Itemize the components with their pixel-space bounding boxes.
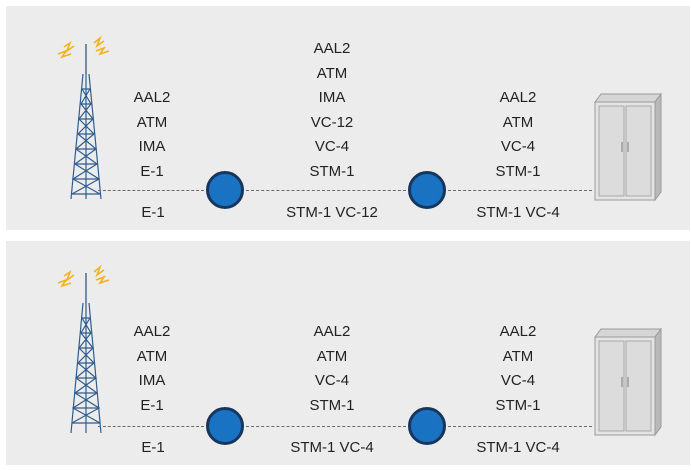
protocol-layer: AAL2 xyxy=(313,40,351,57)
protocol-layer: ATM xyxy=(136,113,168,131)
protocol-layer: VC-4 xyxy=(500,372,536,390)
protocol-layer: AAL2 xyxy=(133,89,171,106)
protocol-layer: VC-12 xyxy=(310,113,354,131)
network-node-icon xyxy=(408,171,446,209)
server-cabinet-icon xyxy=(594,92,662,202)
protocol-layer: AAL2 xyxy=(313,323,351,340)
network-node-icon xyxy=(206,407,244,445)
protocol-layer: IMA xyxy=(138,372,166,390)
protocol-layer: ATM xyxy=(316,347,348,365)
protocol-stack-middle: AAL2 ATM VC-4 STM-1 xyxy=(272,320,392,418)
link-line xyxy=(448,426,592,427)
link-line xyxy=(98,190,204,191)
protocol-layer: STM-1 xyxy=(309,162,355,180)
protocol-layer: VC-4 xyxy=(314,138,350,156)
link-label: STM-1 VC-4 xyxy=(290,439,374,456)
radio-tower-icon xyxy=(57,264,110,434)
protocol-layer: IMA xyxy=(318,89,346,107)
protocol-layer: AAL2 xyxy=(133,323,171,340)
protocol-layer: E-1 xyxy=(140,162,164,180)
link-label: STM-1 VC-12 xyxy=(286,204,378,221)
link-label: E-1 xyxy=(141,439,165,456)
protocol-layer: ATM xyxy=(502,113,534,131)
link-line xyxy=(246,426,406,427)
server-cabinet-icon xyxy=(594,327,662,437)
protocol-stack-left: AAL2 ATM IMA E-1 xyxy=(92,320,212,418)
protocol-layer: IMA xyxy=(138,138,166,156)
protocol-stack-left: AAL2 ATM IMA E-1 xyxy=(92,86,212,184)
link-label: E-1 xyxy=(141,204,165,221)
protocol-stack-right: AAL2 ATM VC-4 STM-1 xyxy=(458,320,578,418)
protocol-layer: E-1 xyxy=(140,396,164,414)
protocol-layer: ATM xyxy=(136,347,168,365)
protocol-layer: STM-1 xyxy=(309,396,355,414)
protocol-layer: VC-4 xyxy=(314,372,350,390)
protocol-layer: ATM xyxy=(502,347,534,365)
protocol-layer: VC-4 xyxy=(500,138,536,156)
protocol-layer: AAL2 xyxy=(499,323,537,340)
protocol-layer: STM-1 xyxy=(495,162,541,180)
link-line xyxy=(246,190,406,191)
link-label: STM-1 VC-4 xyxy=(476,204,560,221)
network-node-icon xyxy=(206,171,244,209)
diagram-panel-1: AAL2 ATM IMA E-1 AAL2 ATM IMA VC-12 VC-4… xyxy=(6,6,690,230)
protocol-layer: STM-1 xyxy=(495,396,541,414)
link-line xyxy=(98,426,204,427)
radio-tower-icon xyxy=(57,35,110,200)
protocol-layer: ATM xyxy=(316,64,348,82)
protocol-layer: AAL2 xyxy=(499,89,537,106)
link-line xyxy=(448,190,592,191)
protocol-stack-right: AAL2 ATM VC-4 STM-1 xyxy=(458,86,578,184)
network-node-icon xyxy=(408,407,446,445)
protocol-stack-middle: AAL2 ATM IMA VC-12 VC-4 STM-1 xyxy=(272,37,392,185)
diagram-panel-2: AAL2 ATM IMA E-1 AAL2 ATM VC-4 STM-1 AAL… xyxy=(6,241,690,465)
link-label: STM-1 VC-4 xyxy=(476,439,560,456)
